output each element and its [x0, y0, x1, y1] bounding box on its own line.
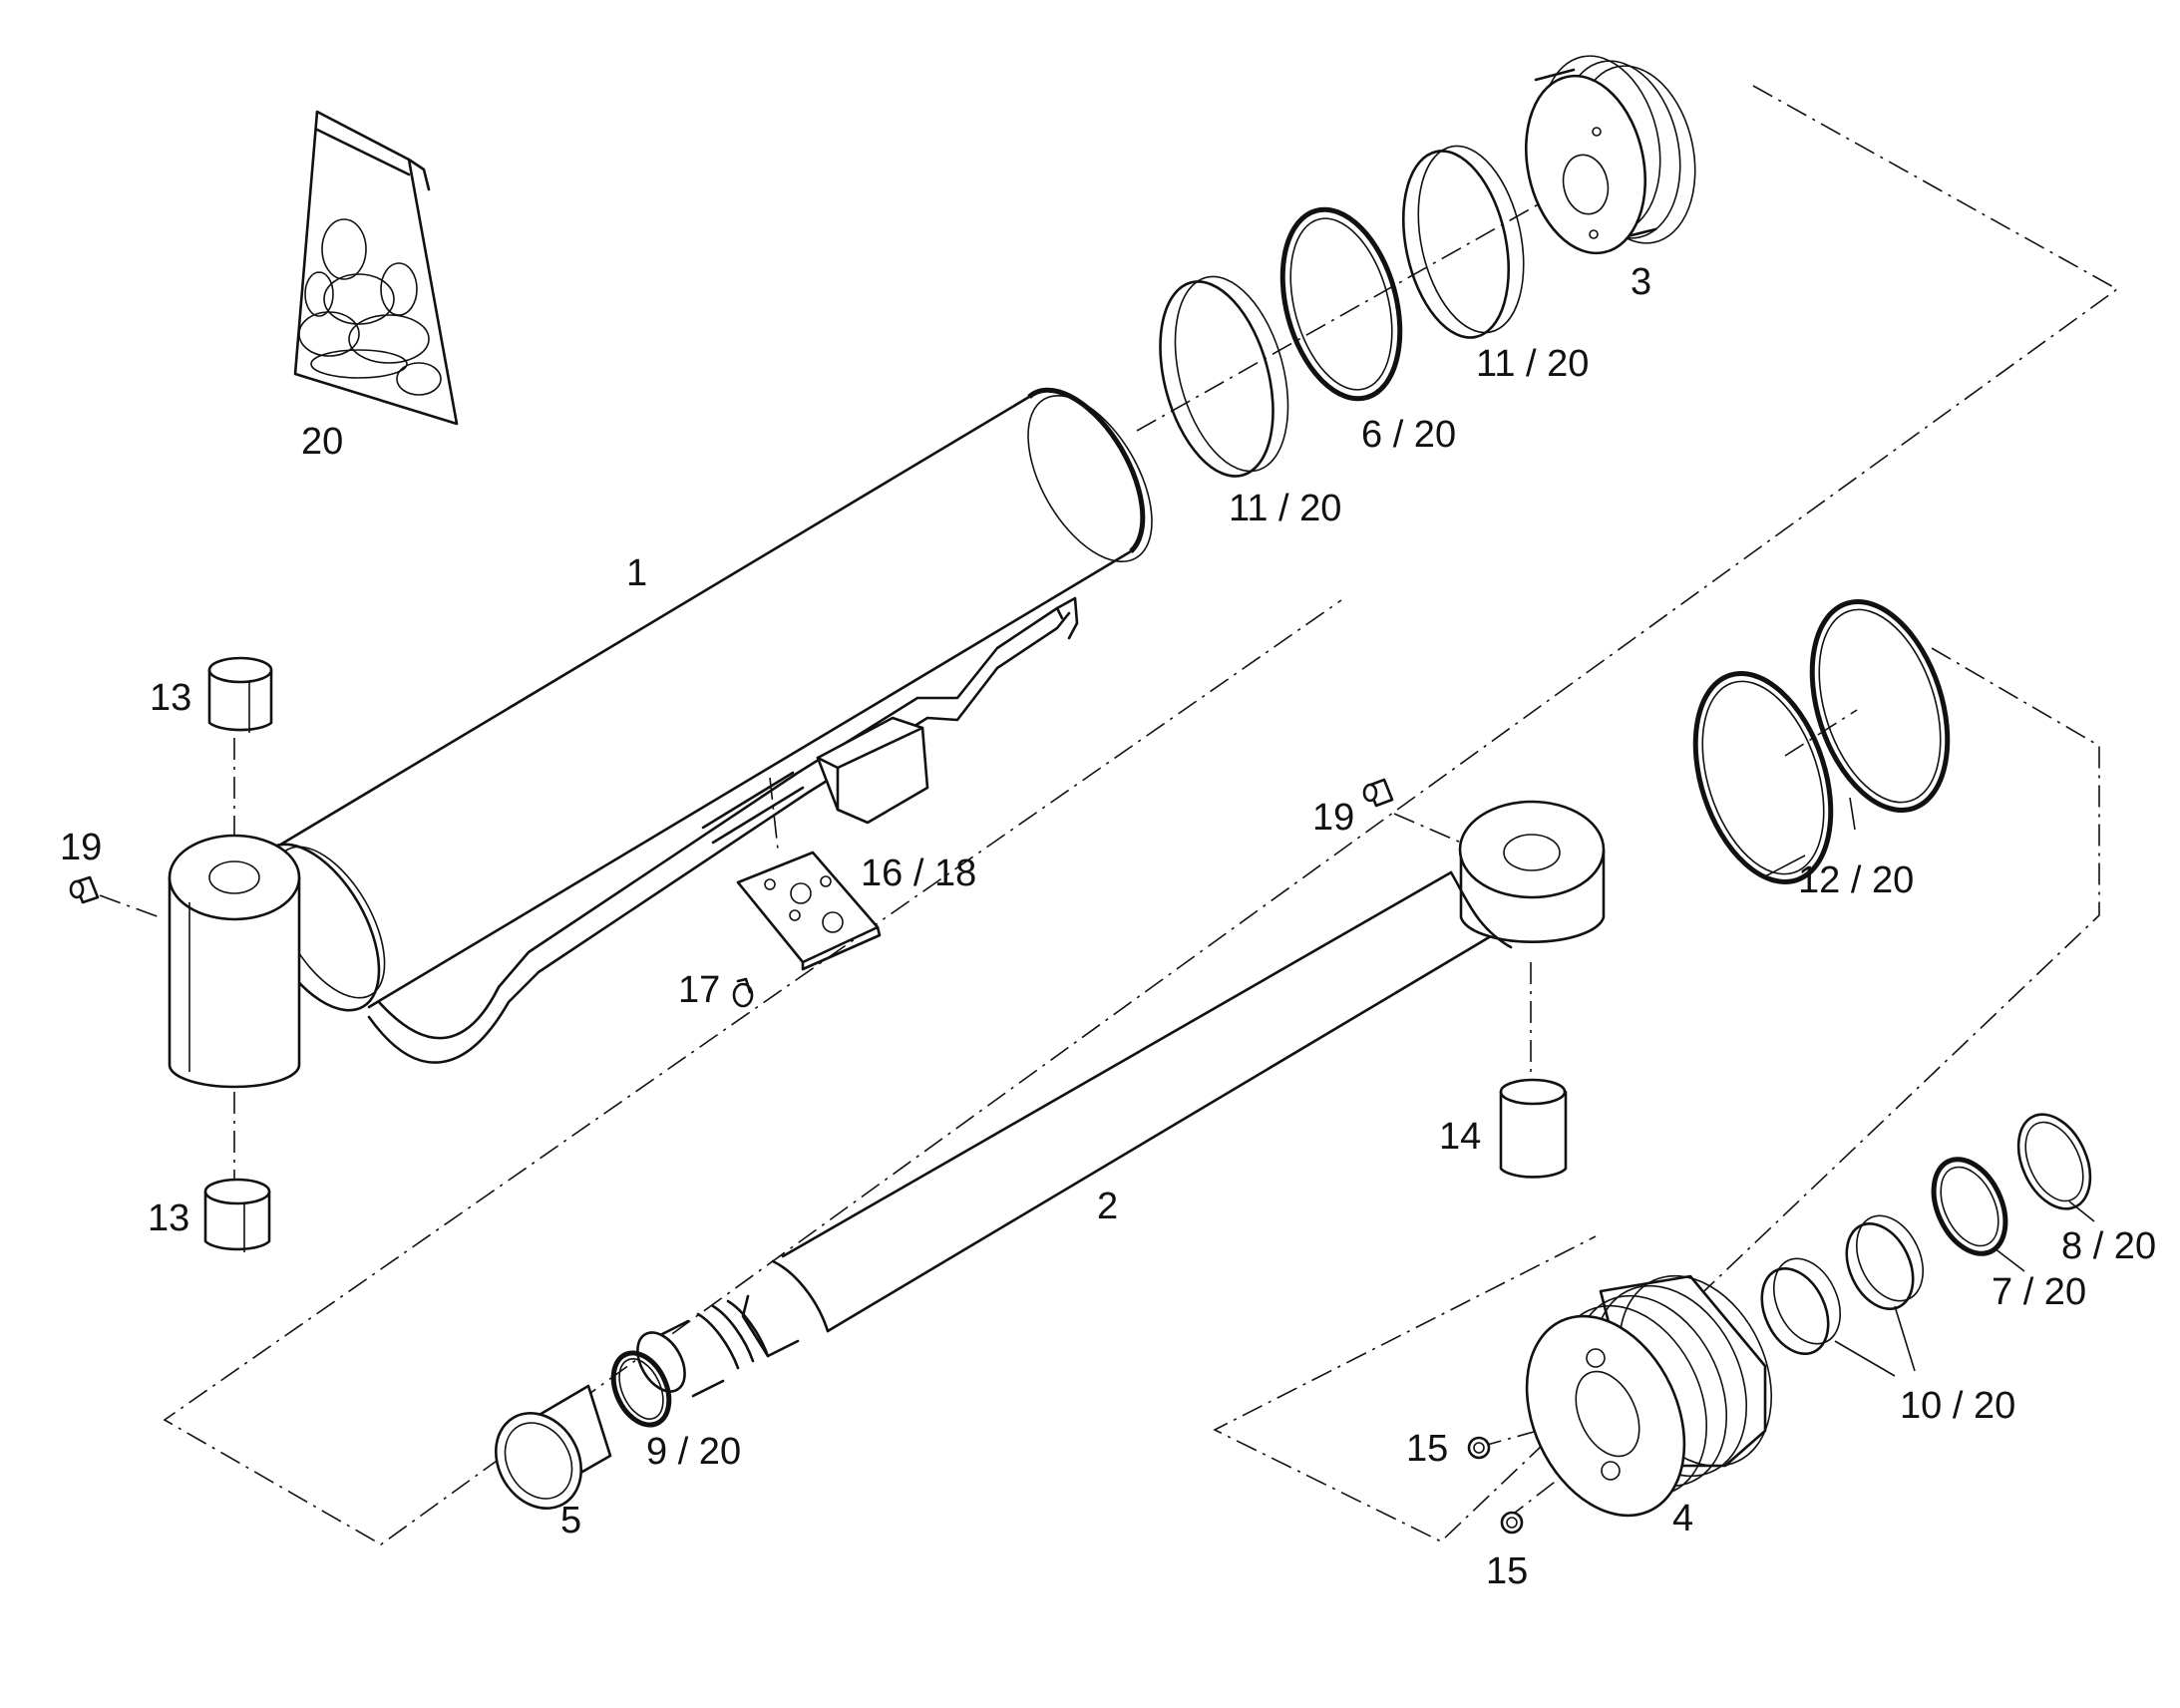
- label-part-2: 2: [1097, 1186, 1118, 1227]
- leader-lines: [1762, 797, 2095, 1377]
- label-part-6: 6 / 20: [1361, 414, 1456, 456]
- bushing-top: [207, 656, 273, 733]
- wear-ring-upper: [1401, 145, 1525, 339]
- wear-ring-lower: [1159, 275, 1289, 478]
- cylinder-head: [1525, 1274, 1773, 1518]
- label-part-15-lower: 15: [1486, 1550, 1528, 1592]
- spacer-sleeve: [494, 1384, 612, 1510]
- label-part-17: 17: [678, 969, 720, 1011]
- cylinder-tube: [253, 387, 1153, 1064]
- label-part-13-top: 13: [150, 677, 191, 719]
- assembly-outline-upper: [163, 85, 2119, 1545]
- label-part-9: 9 / 20: [646, 1431, 741, 1473]
- grease-nipple-right: [1362, 778, 1394, 808]
- label-part-1: 1: [626, 552, 647, 594]
- assembly-outline-lower: [1213, 647, 2100, 1542]
- label-part-4: 4: [1672, 1498, 1693, 1539]
- guide-ring-1: [1760, 1257, 1841, 1356]
- tube-clevis-eye: [168, 834, 301, 1089]
- label-part-13-bottom: 13: [148, 1197, 189, 1239]
- label-part-19-right: 19: [1312, 797, 1354, 839]
- label-part-11-upper: 11 / 20: [1476, 343, 1589, 385]
- valve-block: [816, 716, 929, 825]
- piston-seal: [1279, 206, 1403, 402]
- label-part-19-left: 19: [60, 827, 102, 868]
- piston: [1524, 55, 1696, 255]
- label-part-11-lower: 11 / 20: [1229, 488, 1341, 529]
- label-part-5: 5: [560, 1500, 581, 1541]
- rod-seal-inner: [1809, 599, 1951, 813]
- guide-ring-2: [1845, 1214, 1924, 1311]
- screw: [732, 977, 754, 1008]
- bushing-bottom: [203, 1178, 271, 1252]
- label-part-15-upper: 15: [1406, 1428, 1448, 1470]
- set-screw-lower: [1500, 1511, 1524, 1535]
- label-part-12: 12 / 20: [1798, 859, 1914, 901]
- label-part-20: 20: [301, 421, 343, 463]
- rod-bushing: [1499, 1078, 1568, 1179]
- rod-seal-outer: [1692, 671, 1834, 884]
- rod-seal-small: [1931, 1157, 2008, 1256]
- label-part-3: 3: [1631, 261, 1651, 303]
- label-part-7: 7 / 20: [1992, 1271, 2086, 1313]
- label-part-14: 14: [1439, 1116, 1481, 1158]
- part-labels: 1 2 3 4 5 6 / 20 7 / 20 8 / 20 9 / 20 10…: [60, 261, 2156, 1592]
- set-screw-upper: [1467, 1436, 1491, 1460]
- grease-nipple-left: [69, 875, 100, 904]
- label-part-8: 8 / 20: [2061, 1225, 2156, 1267]
- label-part-16-18: 16 / 18: [861, 853, 976, 894]
- label-part-10: 10 / 20: [1900, 1385, 2015, 1427]
- wiper-seal: [2016, 1113, 2092, 1210]
- gasket-plate: [736, 851, 882, 971]
- seal-kit-bag: [293, 110, 459, 426]
- piston-rod: [636, 800, 1606, 1398]
- o-ring: [610, 1350, 672, 1428]
